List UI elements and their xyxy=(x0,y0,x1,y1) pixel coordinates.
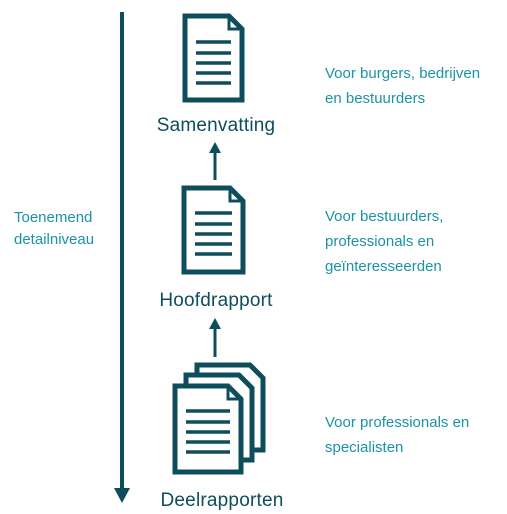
audience-summary-line-1: Voor burgers, bedrijven xyxy=(325,65,481,82)
audience-sub-reports-line-2: specialisten xyxy=(325,439,404,456)
audience-sub-reports-line-1: Voor professionals en xyxy=(325,414,470,431)
main-report-document-icon xyxy=(181,185,246,275)
axis-label-line-1: Toenemend xyxy=(14,209,93,226)
level-title-sub-reports: Deelrapporten xyxy=(160,490,284,511)
audience-main-report-line-1: Voor bestuurders, xyxy=(325,208,444,225)
axis-label: Toenemend detailniveau xyxy=(14,207,94,251)
level-title-main-report: Hoofdrapport xyxy=(159,290,273,311)
audience-sub-reports: Voor professionals en specialisten xyxy=(325,410,469,460)
audience-main-report: Voor bestuurders, professionals en geïnt… xyxy=(325,204,443,279)
summary-document-icon xyxy=(182,13,245,103)
level-title-summary: Samenvatting xyxy=(156,115,276,136)
audience-main-report-line-2: professionals en xyxy=(325,233,435,250)
audience-main-report-line-3: geïnteresseerden xyxy=(325,258,442,275)
audience-summary-line-2: en bestuurders xyxy=(325,90,426,107)
sub-reports-document-stack-icon xyxy=(172,362,266,475)
connector-arrow-main-to-summary xyxy=(209,142,221,180)
connector-arrow-sub-to-main xyxy=(209,318,221,357)
detail-axis-arrow xyxy=(114,12,130,503)
axis-label-line-2: detailniveau xyxy=(14,231,95,248)
audience-summary: Voor burgers, bedrijven en bestuurders xyxy=(325,61,480,111)
